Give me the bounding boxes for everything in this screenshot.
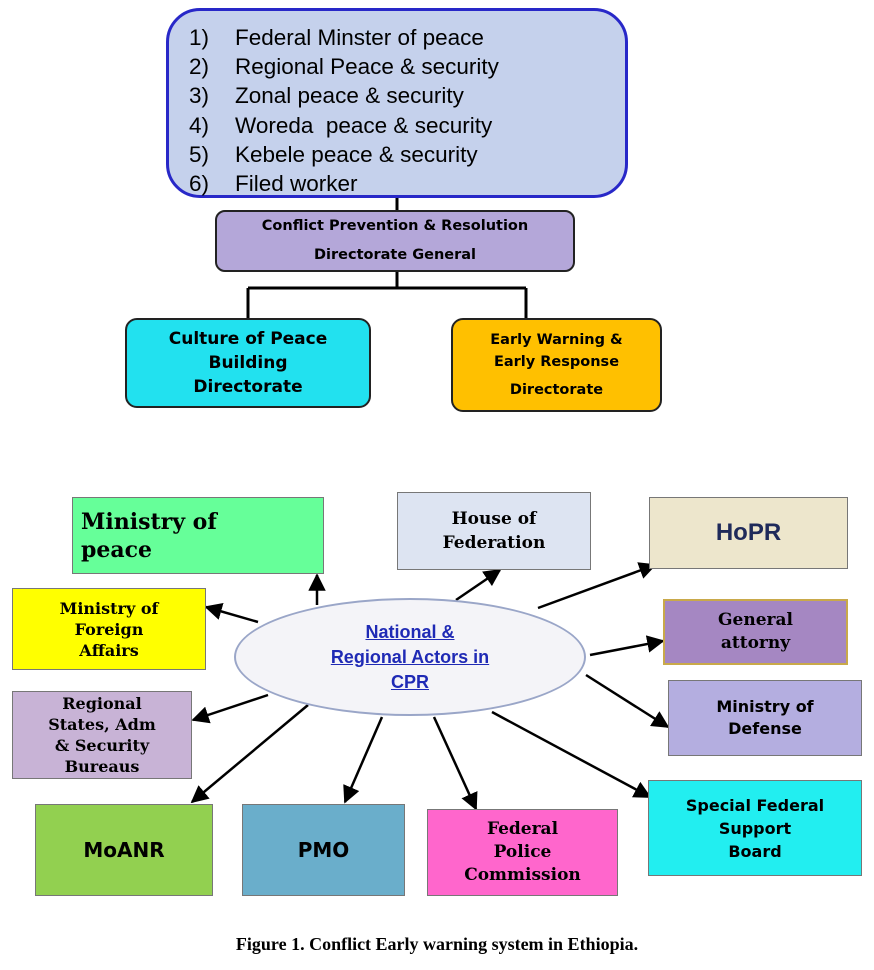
arrow-to-regional-states <box>191 693 269 724</box>
hierarchy-item-label: Zonal peace & security <box>235 83 464 109</box>
hierarchy-item-number: 4) <box>189 112 210 138</box>
hierarchy-item-number: 2) <box>189 54 210 80</box>
early-warning-line2: Early Response <box>493 354 620 370</box>
connector-directorate-branches <box>246 272 528 318</box>
ministry-of-defense-box: Ministry of Defense <box>668 680 862 756</box>
hierarchy-item: 4) Woreda peace & security <box>189 111 499 140</box>
hierarchy-item: 2) Regional Peace & security <box>189 52 499 81</box>
directorate-general-box: Conflict Prevention & Resolution Directo… <box>215 210 575 272</box>
regional-states-box: Regional States, Adm & Security Bureaus <box>12 691 192 779</box>
hierarchy-item-label: Woreda peace & security <box>235 112 493 138</box>
hierarchy-item: 5) Kebele peace & security <box>189 140 499 169</box>
special-federal-support-box: Special Federal Support Board <box>648 780 862 876</box>
hierarchy-item-label: Filed worker <box>235 170 358 196</box>
hierarchy-item-label: Kebele peace & security <box>235 141 478 167</box>
hierarchy-item-label: Regional Peace & security <box>235 54 499 80</box>
hierarchy-item: 6) Filed worker <box>189 169 499 198</box>
pmo-box: PMO <box>242 804 405 896</box>
arrow-to-general-attorney <box>589 635 665 657</box>
moanr-box: MoANR <box>35 804 213 896</box>
ministry-foreign-affairs-box: Ministry of Foreign Affairs <box>12 588 206 670</box>
national-regional-actors-node: National & Regional Actors in CPR <box>234 598 586 716</box>
hierarchy-list: 1) Federal Minster of peace 2) Regional Pe… <box>189 23 499 198</box>
hierarchy-item-number: 1) <box>189 25 210 50</box>
early-warning-line3: Directorate <box>509 382 604 398</box>
directorate-general-line2: Directorate General <box>313 247 477 263</box>
arrow-to-foreign-affairs <box>204 602 259 624</box>
arrow-to-house-of-federation <box>455 568 502 602</box>
arrow-to-moanr <box>190 704 309 804</box>
hierarchy-item-label: Federal Minster of peace <box>235 25 484 50</box>
arrow-to-hopr <box>537 562 657 610</box>
ministry-of-peace-box: Ministry of peace <box>72 497 324 574</box>
hopr-box: HoPR <box>649 497 848 569</box>
hierarchy-list-box: 1) Federal Minster of peace 2) Regional Pe… <box>166 8 628 198</box>
hierarchy-item-number: 6) <box>189 170 210 196</box>
general-attorney-box: General attorny <box>663 599 848 665</box>
culture-of-peace-box: Culture of Peace Building Directorate <box>125 318 371 408</box>
hierarchy-item-number: 3) <box>189 83 210 109</box>
early-warning-line1: Early Warning & <box>490 332 623 348</box>
arrow-to-federal-police <box>432 716 478 811</box>
house-of-federation-box: House of Federation <box>397 492 591 570</box>
arrow-to-special-federal-support <box>491 710 652 799</box>
figure-caption: Figure 1. Conflict Early warning system … <box>235 934 639 954</box>
federal-police-box: Federal Police Commission <box>427 809 618 896</box>
arrow-to-pmo <box>343 716 384 804</box>
directorate-general-line1: Conflict Prevention & Resolution <box>261 218 529 234</box>
hierarchy-item: 3) Zonal peace & security <box>189 81 499 110</box>
hierarchy-item-number: 5) <box>189 141 210 167</box>
early-warning-box: Early Warning & Early Response Directora… <box>451 318 662 412</box>
arrow-to-ministry-of-defense <box>585 673 670 729</box>
hierarchy-item: 1) Federal Minster of peace <box>189 23 499 52</box>
